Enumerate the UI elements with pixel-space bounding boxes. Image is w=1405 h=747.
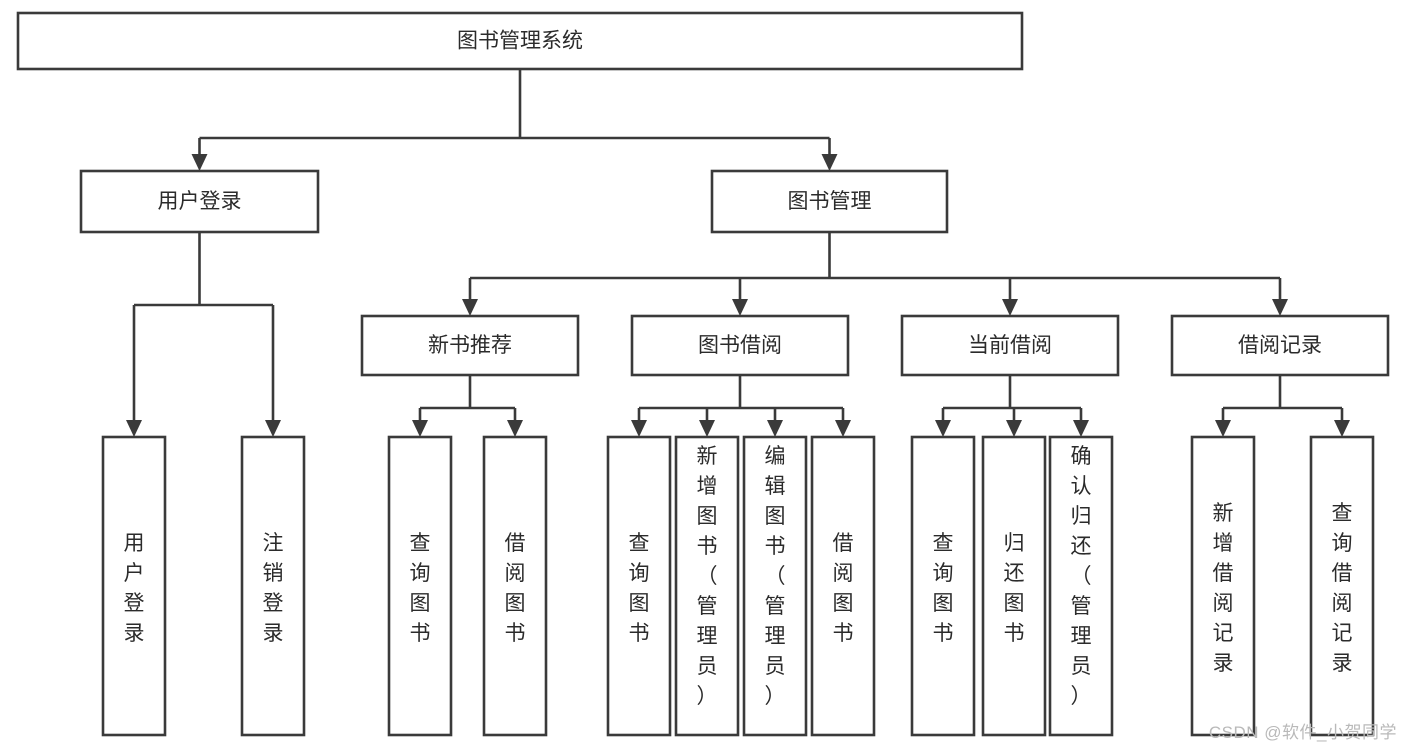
connector-图书借阅-to-leaf-3-arrowhead [835,420,851,437]
connector-图书借阅-to-leaf-2-arrowhead [767,420,783,437]
connector-借阅记录-to-leaf-1-arrowhead [1334,420,1350,437]
node-root-box[interactable] [16,11,1024,71]
connector-图书借阅-to-leaf-0-arrowhead [631,420,647,437]
node-leaf-10-box[interactable] [1048,435,1114,737]
connector-root-to-l1-0-arrowhead [191,154,208,171]
connector-当前借阅-to-leaf-1-arrowhead [1006,420,1022,437]
node-leaf-7-label: 借阅图书 [833,532,854,645]
connector-当前借阅-to-leaf-2-arrowhead [1073,420,1089,437]
node-leaf-3[interactable]: 借阅图书 [482,435,548,737]
node-leaf-8-box[interactable] [910,435,976,737]
node-leaf-4[interactable]: 查询图书 [606,435,672,737]
connector-用户登录-to-leaf-0-arrowhead [126,420,142,437]
node-l1-0[interactable]: 用户登录 [79,169,320,234]
node-l2-1[interactable]: 图书借阅 [630,314,850,377]
node-leaf-9[interactable]: 归还图书 [981,435,1047,737]
connectors-layer [126,69,1350,437]
node-l1-1[interactable]: 图书管理 [710,169,949,234]
node-l1-1-box[interactable] [710,169,949,234]
node-l2-3-box[interactable] [1170,314,1390,377]
node-leaf-1-label: 注销登录 [263,532,284,645]
node-leaf-4-label: 查询图书 [629,532,650,645]
node-leaf-0[interactable]: 用户登录 [101,435,167,737]
node-leaf-2[interactable]: 查询图书 [387,435,453,737]
node-l2-1-box[interactable] [630,314,850,377]
node-leaf-11[interactable]: 新增借阅记录 [1190,435,1256,737]
node-leaf-5-label: 新增图书（管理员） [697,445,718,708]
nodes-layer: 图书管理系统用户登录图书管理新书推荐图书借阅当前借阅借阅记录用户登录注销登录查询… [16,11,1390,737]
node-leaf-6[interactable]: 编辑图书（管理员） [742,435,808,737]
node-leaf-5[interactable]: 新增图书（管理员） [674,435,740,737]
connector-借阅记录-to-leaf-0-arrowhead [1215,420,1231,437]
node-leaf-12-label: 查询借阅记录 [1332,502,1353,675]
node-leaf-2-box[interactable] [387,435,453,737]
node-leaf-5-box[interactable] [674,435,740,737]
connector-root-to-l1-1-arrowhead [821,154,838,171]
node-l1-0-box[interactable] [79,169,320,234]
connector-当前借阅-to-leaf-0-arrowhead [935,420,951,437]
node-l2-0[interactable]: 新书推荐 [360,314,580,377]
node-leaf-9-box[interactable] [981,435,1047,737]
node-l2-3[interactable]: 借阅记录 [1170,314,1390,377]
connector-用户登录-to-leaf-1-arrowhead [265,420,281,437]
node-l2-0-box[interactable] [360,314,580,377]
node-l2-2-label: 当前借阅 [968,334,1052,357]
node-leaf-8[interactable]: 查询图书 [910,435,976,737]
csdn-watermark: CSDN @软件_小贺同学 [1208,723,1397,742]
node-l2-1-label: 图书借阅 [698,334,782,357]
node-leaf-6-box[interactable] [742,435,808,737]
node-leaf-11-box[interactable] [1190,435,1256,737]
node-l1-0-label: 用户登录 [158,190,242,213]
node-leaf-7[interactable]: 借阅图书 [810,435,876,737]
node-leaf-0-label: 用户登录 [124,532,145,645]
node-leaf-11-label: 新增借阅记录 [1213,502,1234,675]
node-leaf-12[interactable]: 查询借阅记录 [1309,435,1375,737]
node-leaf-7-box[interactable] [810,435,876,737]
node-leaf-0-box[interactable] [101,435,167,737]
node-leaf-8-label: 查询图书 [933,532,954,645]
connector-新书推荐-to-leaf-1-arrowhead [507,420,523,437]
connector-新书推荐-to-leaf-0-arrowhead [412,420,428,437]
node-l2-0-label: 新书推荐 [428,334,512,357]
connector-mgmt-to-l2-0-arrowhead [462,299,478,316]
connector-图书借阅-to-leaf-1-arrowhead [699,420,715,437]
node-root-label: 图书管理系统 [457,30,583,53]
node-leaf-2-label: 查询图书 [410,532,431,645]
node-root[interactable]: 图书管理系统 [16,11,1024,71]
node-leaf-3-label: 借阅图书 [505,532,526,645]
node-l2-3-label: 借阅记录 [1238,334,1322,357]
node-leaf-10-label: 确认归还（管理员） [1071,445,1092,708]
node-leaf-6-label: 编辑图书（管理员） [765,445,786,708]
connector-mgmt-to-l2-1-arrowhead [732,299,748,316]
node-leaf-1-box[interactable] [240,435,306,737]
node-leaf-10[interactable]: 确认归还（管理员） [1048,435,1114,737]
node-leaf-4-box[interactable] [606,435,672,737]
node-leaf-9-label: 归还图书 [1004,532,1025,645]
node-l1-1-label: 图书管理 [788,190,872,213]
node-leaf-12-box[interactable] [1309,435,1375,737]
connector-mgmt-to-l2-3-arrowhead [1272,299,1288,316]
node-leaf-1[interactable]: 注销登录 [240,435,306,737]
node-l2-2-box[interactable] [900,314,1120,377]
node-leaf-3-box[interactable] [482,435,548,737]
node-l2-2[interactable]: 当前借阅 [900,314,1120,377]
connector-mgmt-to-l2-2-arrowhead [1002,299,1018,316]
